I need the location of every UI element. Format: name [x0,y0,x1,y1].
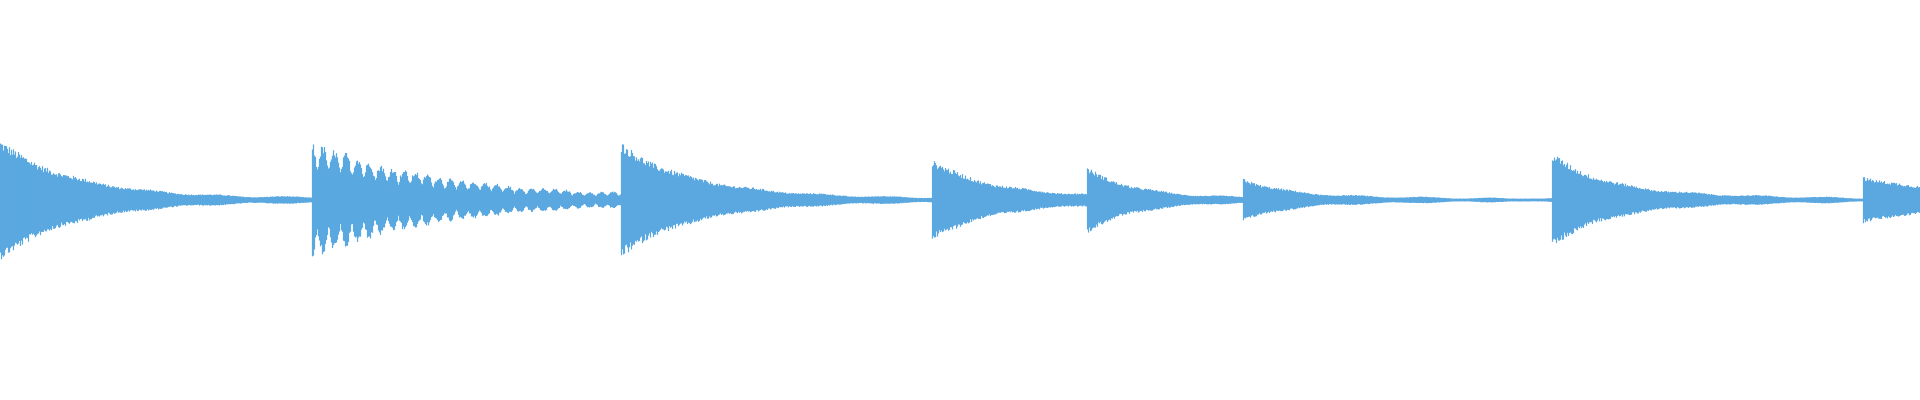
waveform-track [0,143,1920,260]
